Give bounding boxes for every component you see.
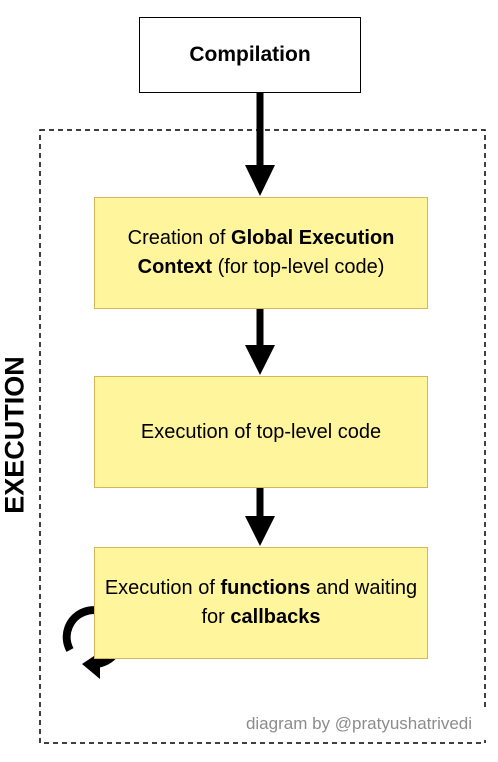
arrow-top-level-to-functions [245,488,275,546]
functions-callbacks-box: Execution of functions and waiting for c… [94,547,428,659]
arrow-compilation-to-gec [245,93,275,196]
functions-text-pre: Execution of [104,577,221,599]
top-level-code-label: Execution of top-level code [140,420,382,443]
callbacks-text-bold: callbacks [230,606,321,628]
functions-text-bold: functions [220,577,311,599]
top-level-code-box: Execution of top-level code [94,376,428,488]
gec-text-pre: Creation of [127,227,232,249]
compilation-label: Compilation [189,43,311,66]
execution-group-label: EXECUTION [0,356,30,514]
compilation-box: Compilation [139,17,361,93]
diagram-credit: diagram by @pratyushatrivedi [232,708,486,740]
gec-text-post: (for top-level code) [212,256,385,278]
arrow-gec-to-top-level [245,309,275,375]
gec-text-bold: Global Execution Context [137,227,395,278]
global-execution-context-box: Creation of Global Execution Context (fo… [94,197,428,309]
execution-group-border [39,129,486,744]
functions-text-mid: and waiting for [201,577,418,628]
